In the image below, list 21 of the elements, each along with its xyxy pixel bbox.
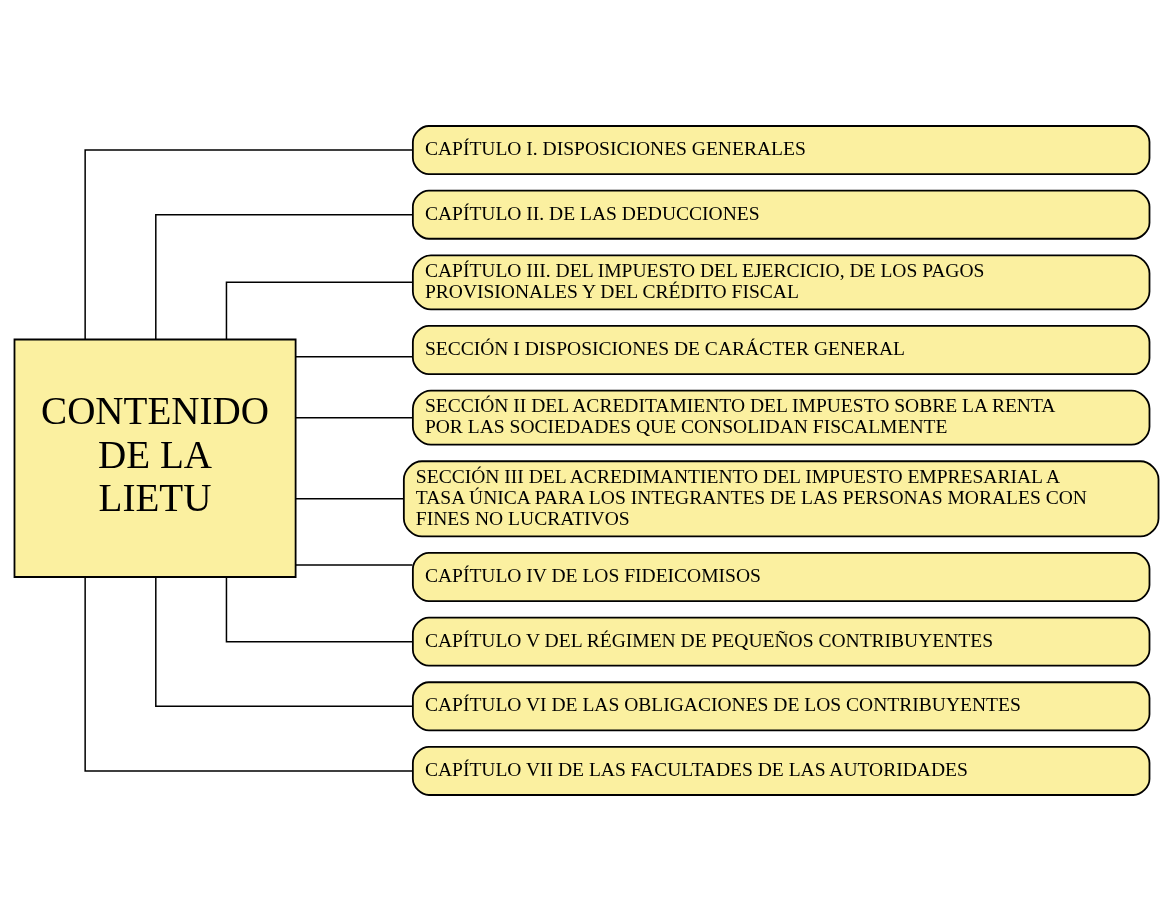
node-box: CAPÍTULO V DEL RÉGIMEN DE PEQUEÑOS CONTRIBUYENTES	[411, 616, 1151, 667]
connector	[84, 576, 414, 772]
connector	[295, 416, 414, 418]
node-box: SECCIÓN II DEL ACREDITAMIENTO DEL IMPUESTO SOBRE LA RENTA POR LAS SOCIEDADES QUE CONSOLIDAN FISCALMENTE	[411, 389, 1151, 446]
node-box: CAPÍTULO III. DEL IMPUESTO DEL EJERCICIO, DE LOS PAGOS PROVISIONALES Y DEL CRÉDITO FISCAL	[411, 253, 1151, 310]
node-box: CONTENIDO DE LA LIETU	[13, 338, 297, 578]
node-box: CAPÍTULO VI DE LAS OBLIGACIONES DE LOS CONTRIBUYENTES	[411, 680, 1151, 731]
connector	[295, 563, 414, 566]
connector	[84, 148, 414, 340]
connector	[295, 355, 414, 357]
node-box: SECCIÓN I DISPOSICIONES DE CARÁCTER GENERAL	[411, 324, 1151, 375]
node-box: CAPÍTULO VII DE LAS FACULTADES DE LAS AUTORIDADES	[411, 745, 1151, 796]
connector	[295, 497, 405, 500]
node-box: CAPÍTULO II. DE LAS DEDUCCIONES	[411, 189, 1151, 240]
connector	[155, 213, 414, 340]
node-box: CAPÍTULO IV DE LOS FIDEICOMISOS	[411, 551, 1151, 602]
connector	[225, 281, 414, 340]
node-box: CAPÍTULO I. DISPOSICIONES GENERALES	[411, 124, 1151, 175]
node-box: SECCIÓN III DEL ACREDIMANTIENTO DEL IMPUESTO EMPRESARIAL A TASA ÚNICA PARA LOS INTEGRANTES DE LAS PERSONAS MORALES CON FINES NO LUCRATIVOS	[402, 459, 1160, 537]
connector	[155, 575, 414, 707]
connector	[225, 576, 414, 642]
